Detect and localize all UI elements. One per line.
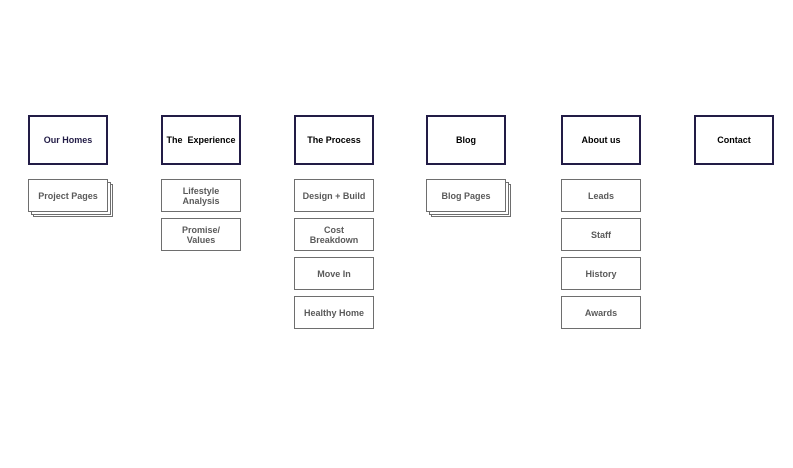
nav-our-homes[interactable]: Our Homes xyxy=(28,115,108,165)
column-our-homes: Our Homes Project Pages xyxy=(28,115,113,217)
nav-blog[interactable]: Blog xyxy=(426,115,506,165)
column-about-us: About us Leads Staff History Awards xyxy=(561,115,641,329)
healthy-home-item[interactable]: Healthy Home xyxy=(294,296,374,329)
move-in-item[interactable]: Move In xyxy=(294,257,374,290)
lifestyle-analysis-item[interactable]: Lifestyle Analysis xyxy=(161,179,241,212)
cost-breakdown-item[interactable]: Cost Breakdown xyxy=(294,218,374,251)
project-pages-stack: Project Pages xyxy=(28,179,114,218)
nav-the-process[interactable]: The Process xyxy=(294,115,374,165)
column-contact: Contact xyxy=(694,115,774,165)
nav-about-us[interactable]: About us xyxy=(561,115,641,165)
leads-item[interactable]: Leads xyxy=(561,179,641,212)
promise-values-item[interactable]: Promise/ Values xyxy=(161,218,241,251)
column-blog: Blog Blog Pages xyxy=(426,115,511,217)
nav-the-experience[interactable]: The Experience xyxy=(161,115,241,165)
blog-pages-stack: Blog Pages xyxy=(426,179,512,218)
blog-pages-item[interactable]: Blog Pages xyxy=(426,179,506,212)
design-build-item[interactable]: Design + Build xyxy=(294,179,374,212)
project-pages-item[interactable]: Project Pages xyxy=(28,179,108,212)
nav-contact[interactable]: Contact xyxy=(694,115,774,165)
column-process: The Process Design + Build Cost Breakdow… xyxy=(294,115,374,329)
staff-item[interactable]: Staff xyxy=(561,218,641,251)
awards-item[interactable]: Awards xyxy=(561,296,641,329)
history-item[interactable]: History xyxy=(561,257,641,290)
column-experience: The Experience Lifestyle Analysis Promis… xyxy=(161,115,241,251)
